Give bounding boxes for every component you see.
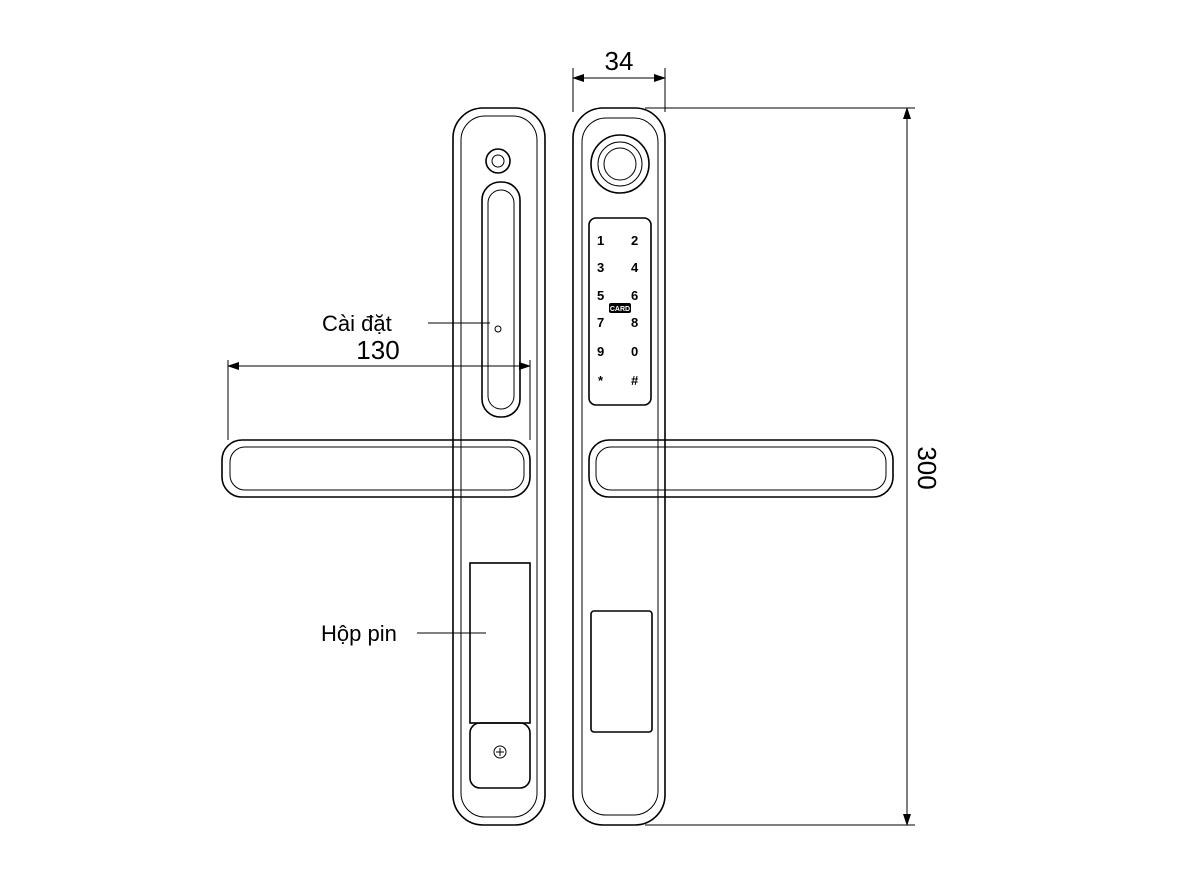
setting-button-icon bbox=[494, 325, 502, 333]
callout-setting: Cài đặt bbox=[322, 311, 490, 336]
callout-battery: Hộp pin bbox=[321, 621, 486, 646]
key-3: 3 bbox=[597, 260, 604, 275]
dimension-thickness: 34 bbox=[572, 46, 666, 112]
lock-back-view bbox=[221, 107, 546, 826]
key-star: * bbox=[598, 373, 604, 388]
key-cylinder-cover bbox=[590, 610, 653, 733]
card-icon: CARD bbox=[609, 303, 631, 313]
dimension-height: 300 bbox=[645, 107, 942, 826]
battery-cover-lower bbox=[469, 722, 531, 789]
height-value: 300 bbox=[912, 446, 942, 489]
key-5: 5 bbox=[597, 288, 604, 303]
key-6: 6 bbox=[631, 288, 638, 303]
back-plate-inner bbox=[460, 115, 538, 818]
card-label: CARD bbox=[610, 306, 630, 313]
lock-front-view: 1 2 3 4 5 6 7 8 9 0 * # CARD bbox=[572, 107, 894, 826]
thickness-value: 34 bbox=[605, 46, 634, 76]
key-9: 9 bbox=[597, 344, 604, 359]
battery-box bbox=[469, 562, 531, 724]
key-2: 2 bbox=[631, 233, 638, 248]
key-8: 8 bbox=[631, 315, 638, 330]
setting-callout-label: Cài đặt bbox=[322, 311, 392, 336]
key-7: 7 bbox=[597, 315, 604, 330]
mortise-slot bbox=[481, 181, 521, 418]
back-handle bbox=[221, 439, 531, 498]
dimension-width: 130 bbox=[227, 335, 531, 440]
front-plate-inner bbox=[581, 117, 659, 816]
key-1: 1 bbox=[597, 233, 604, 248]
front-handle bbox=[588, 439, 894, 498]
key-0: 0 bbox=[631, 344, 638, 359]
front-plate-outer bbox=[572, 107, 666, 826]
battery-callout-label: Hộp pin bbox=[321, 621, 397, 646]
width-value: 130 bbox=[356, 335, 399, 365]
keypad: 1 2 3 4 5 6 7 8 9 0 * # CARD bbox=[597, 233, 639, 388]
key-hash: # bbox=[631, 373, 639, 388]
battery-screw-icon bbox=[493, 745, 507, 759]
thumbturn-icon bbox=[485, 148, 511, 174]
fingerprint-sensor-icon bbox=[590, 134, 650, 194]
key-4: 4 bbox=[631, 260, 639, 275]
keypad-panel bbox=[588, 217, 652, 406]
back-plate-outer bbox=[452, 107, 546, 826]
mortise-slot-inner bbox=[487, 189, 515, 410]
